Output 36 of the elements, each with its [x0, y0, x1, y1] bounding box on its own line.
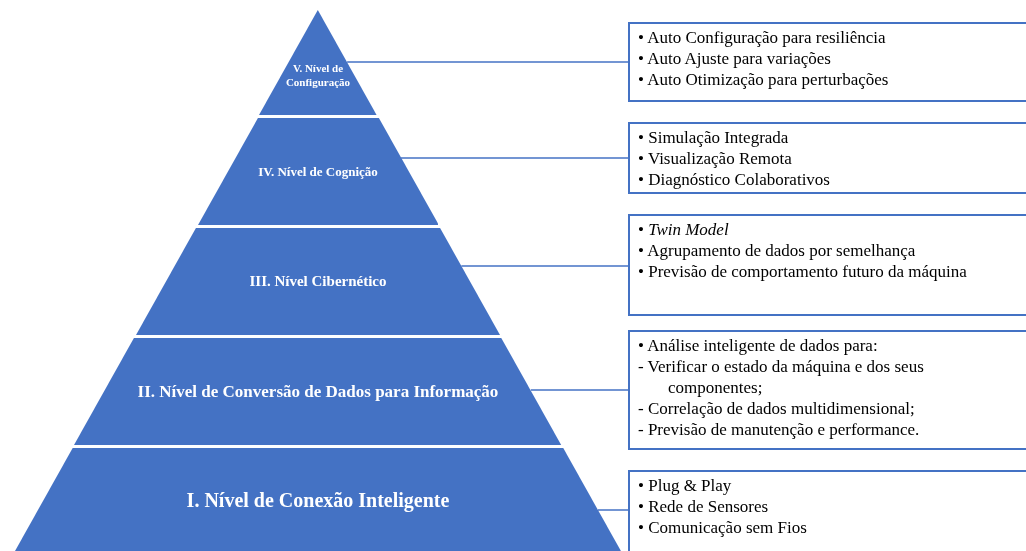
text-box — [628, 122, 1026, 194]
pyramid-level — [136, 228, 500, 335]
pyramid-level — [197, 118, 439, 225]
level-label: I. Nível de Conexão Inteligente — [185, 487, 451, 513]
text-box — [628, 470, 1026, 551]
level-label: IV. Nível de Cognição — [257, 163, 379, 180]
level-label: V. Nível de Configuração — [284, 60, 352, 90]
connector-line — [346, 61, 629, 63]
list-item: • Auto Otimização para perturbações — [638, 69, 890, 90]
list-item: - Correlação de dados multidimensional; — [638, 398, 916, 419]
connector-line — [597, 509, 629, 511]
list-item: - Previsão de manutenção e performance. — [638, 419, 921, 440]
pyramid-level — [259, 10, 377, 115]
pyramid-level — [15, 448, 621, 551]
list-item: • Agrupamento de dados por semelhança — [638, 240, 917, 261]
text-box — [628, 330, 1026, 450]
connector-line — [530, 389, 629, 391]
text-box — [628, 214, 1026, 316]
list-item: • Previsão de comportamento futuro da máquina — [638, 261, 968, 282]
list-item: • Plug & Play — [638, 475, 733, 496]
list-item: • Simulação Integrada — [638, 127, 790, 148]
pyramid-level — [74, 338, 562, 445]
list-item: • Visualização Remota — [638, 148, 793, 169]
connector-line — [460, 265, 629, 267]
list-item: • Auto Configuração para resiliência — [638, 27, 887, 48]
level-label: III. Nível Cibernético — [248, 271, 388, 291]
text-box — [628, 22, 1026, 102]
list-item: • Rede de Sensores — [638, 496, 770, 517]
list-item: • Diagnóstico Colaborativos — [638, 169, 831, 190]
list-item: • Twin Model — [638, 219, 730, 240]
list-item: - Verificar o estado da máquina e dos seus componentes; — [638, 356, 925, 398]
list-item: • Auto Ajuste para variações — [638, 48, 832, 69]
connector-line — [400, 157, 629, 159]
level-label: II. Nível de Conversão de Dados para Informação — [136, 380, 500, 403]
list-item: • Comunicação sem Fios — [638, 517, 808, 538]
list-item: • Análise inteligente de dados para: — [638, 335, 879, 356]
